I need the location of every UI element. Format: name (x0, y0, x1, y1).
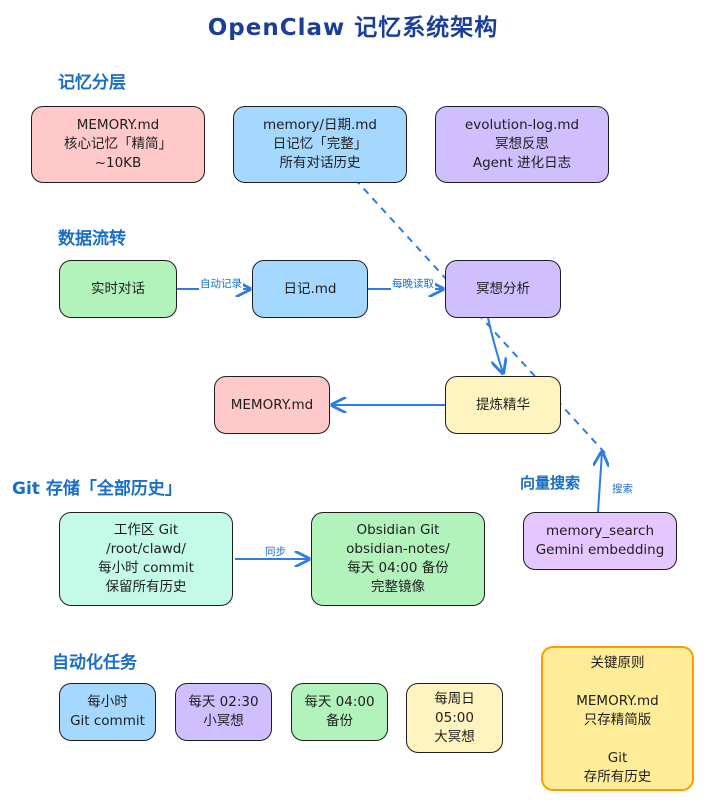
principles-line: MEMORY.md (576, 693, 659, 709)
task-line: 每小时 (87, 694, 128, 710)
layer-line: 冥想反思 (495, 136, 549, 152)
vector-search-box: memory_search Gemini embedding (523, 512, 677, 570)
layer-line: evolution-log.md (464, 117, 580, 133)
layer-line: MEMORY.md (76, 117, 160, 133)
task-line: 小冥想 (203, 713, 244, 729)
task-line: 每周日 (434, 690, 475, 707)
task-line: 每天 04:00 (304, 694, 375, 710)
flow-refine: 提炼精华 (445, 376, 561, 434)
git-obsidian: Obsidian Git obsidian-notes/ 每天 04:00 备份… (311, 512, 485, 606)
layer-line: memory/日期.md (263, 117, 377, 133)
git-line: 每小时 commit (98, 560, 194, 576)
flow-meditate: 冥想分析 (445, 260, 561, 318)
flow-realtime-chat: 实时对话 (59, 260, 177, 318)
principles-title: 关键原则 (590, 655, 645, 671)
task-weekly-meditation: 每周日 05:00 大冥想 (406, 683, 503, 753)
section-memory-layers: 记忆分层 (58, 73, 126, 93)
layer-line: 核心记忆「精简」 (64, 136, 172, 152)
vector-search-label: 向量搜索 (520, 474, 581, 492)
layer-evolution-log: evolution-log.md 冥想反思 Agent 进化日志 (435, 106, 609, 183)
task-line: Git commit (70, 713, 145, 729)
flow-label: 提炼精华 (476, 396, 530, 413)
task-line: 备份 (326, 713, 353, 729)
git-line: 保留所有历史 (105, 579, 187, 595)
task-small-meditation: 每天 02:30 小冥想 (175, 683, 272, 741)
section-automation: 自动化任务 (52, 653, 137, 673)
edge-label-auto-record: 自动记录 (199, 278, 243, 290)
layer-line: ~10KB (94, 155, 142, 171)
git-line: /root/clawd/ (106, 541, 186, 557)
edge-label-search: 搜索 (611, 483, 634, 495)
task-line: 每天 02:30 (188, 694, 259, 710)
task-line: 05:00 (435, 709, 474, 726)
task-line: 大冥想 (434, 728, 475, 745)
vector-line: memory_search (546, 523, 654, 539)
diagram-title: OpenClaw 记忆系统架构 (207, 15, 499, 41)
edge-meditate-to-refine (487, 317, 503, 373)
layer-line: 所有对话历史 (279, 155, 361, 171)
edge-vector-to-search (598, 452, 602, 513)
vector-line: Gemini embedding (535, 542, 665, 558)
task-hourly-commit: 每小时 Git commit (59, 683, 156, 741)
flow-label: 日记.md (283, 280, 337, 297)
flow-label: 实时对话 (91, 280, 145, 297)
section-git-storage: Git 存储「全部历史」 (12, 479, 182, 499)
git-line: 工作区 Git (113, 522, 179, 538)
principles-line: 只存精简版 (583, 712, 652, 728)
layer-line: Agent 进化日志 (472, 155, 572, 171)
git-line: obsidian-notes/ (346, 541, 450, 557)
git-line: Obsidian Git (356, 522, 440, 538)
git-workspace: 工作区 Git /root/clawd/ 每小时 commit 保留所有历史 (59, 512, 233, 606)
edge-label-nightly-read: 每晚读取 (391, 278, 435, 290)
flow-label: MEMORY.md (230, 396, 314, 413)
principles-line: 存所有历史 (583, 769, 652, 785)
section-data-flow: 数据流转 (58, 229, 126, 249)
principles-line: Git (607, 750, 628, 766)
flow-diary: 日记.md (252, 260, 368, 318)
git-line: 完整镜像 (371, 579, 425, 595)
layer-memory-md: MEMORY.md 核心记忆「精简」 ~10KB (31, 106, 205, 183)
layer-line: 日记忆「完整」 (272, 136, 368, 152)
git-line: 每天 04:00 备份 (347, 560, 449, 576)
layer-daily-memory: memory/日期.md 日记忆「完整」 所有对话历史 (233, 106, 407, 183)
flow-memory-md: MEMORY.md (214, 376, 330, 434)
task-daily-backup: 每天 04:00 备份 (291, 683, 388, 741)
flow-label: 冥想分析 (476, 280, 530, 297)
key-principles: 关键原则 MEMORY.md 只存精简版 Git 存所有历史 (541, 646, 694, 791)
edge-label-sync: 同步 (264, 546, 287, 558)
